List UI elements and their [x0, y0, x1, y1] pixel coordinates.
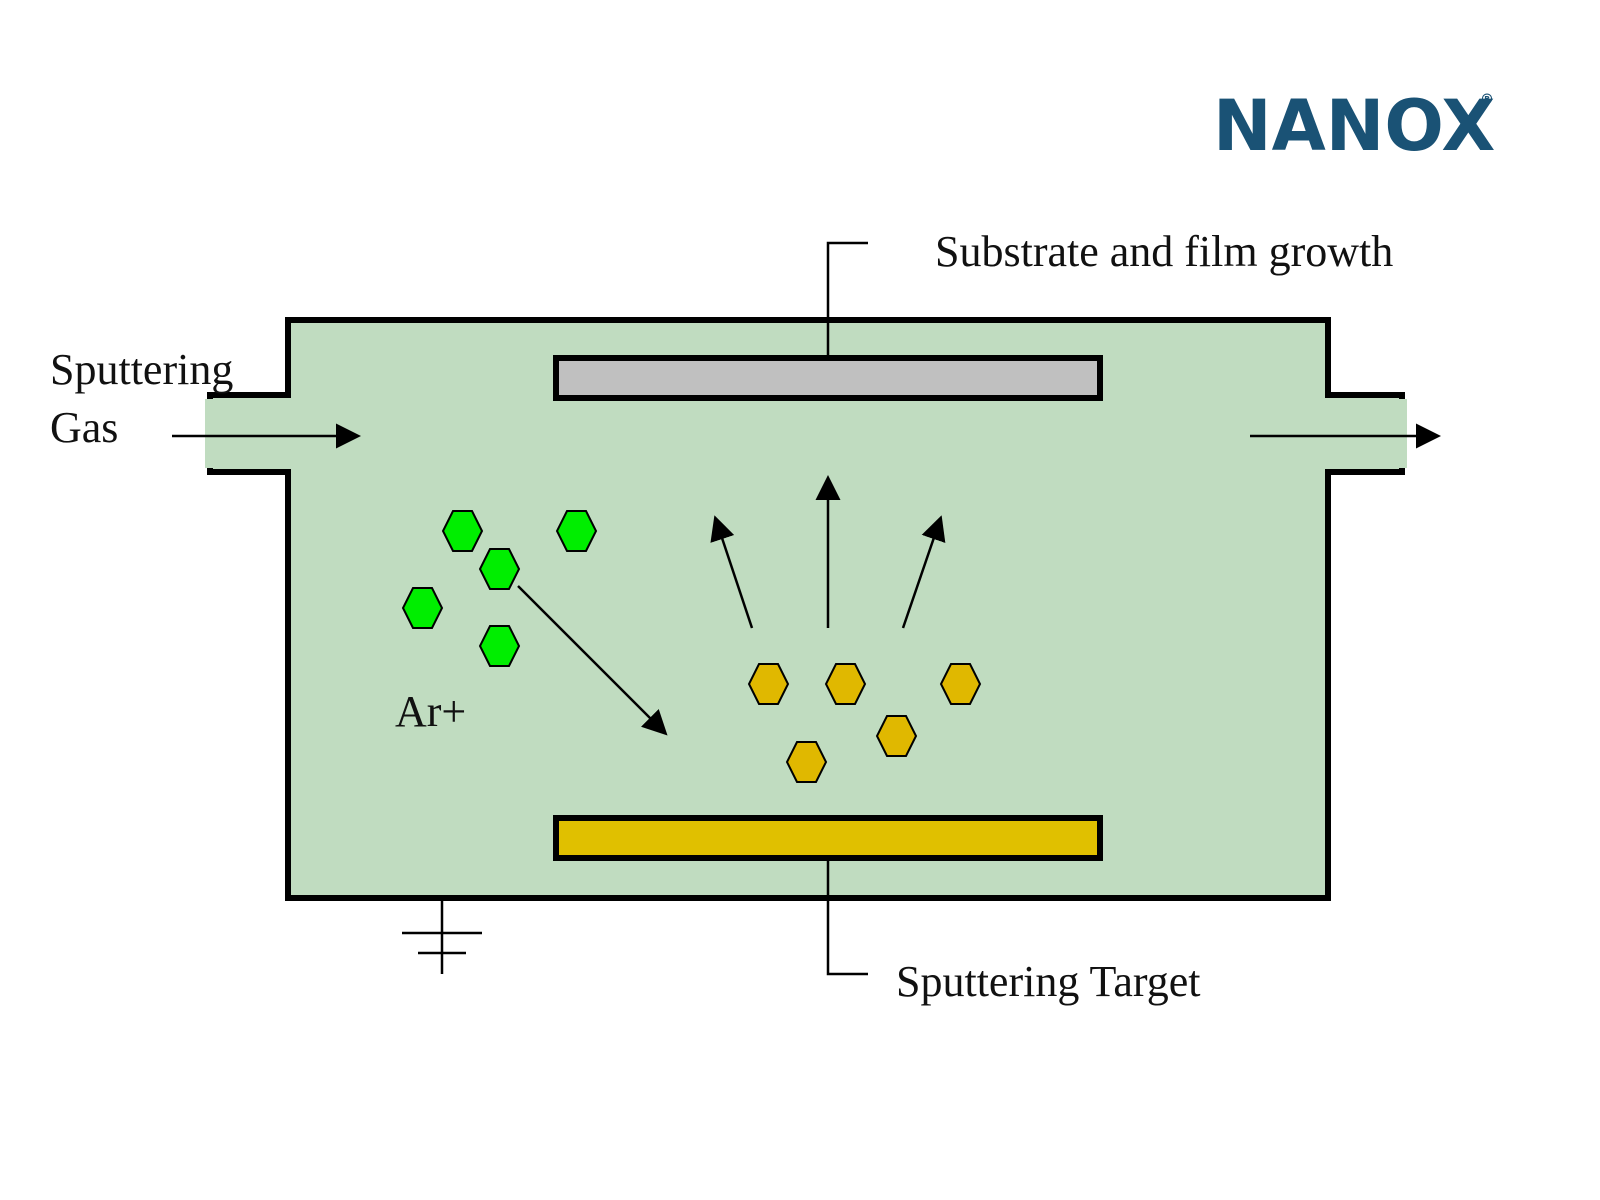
target-plate: [553, 815, 1103, 861]
substrate-plate: [553, 355, 1103, 401]
substrate-leader-line: [826, 241, 868, 355]
atom-trajectory-arrow-right: [901, 515, 946, 629]
inlet-mouth: [205, 399, 213, 468]
sputtered-atom: [747, 663, 790, 705]
substrate-label: Substrate and film growth: [935, 227, 1393, 276]
logo-text: NANOX: [1213, 85, 1495, 167]
outlet-mouth: [1399, 399, 1407, 468]
argon-ion: [401, 587, 444, 629]
sputtered-atom: [824, 663, 867, 705]
argon-ion-label: Ar+: [395, 687, 466, 736]
ground-symbol-icon: [402, 900, 482, 974]
gas-label-line1: Sputtering: [50, 345, 233, 394]
atom-trajectory-arrow-left: [710, 515, 754, 629]
sputtered-atom: [939, 663, 982, 705]
target-leader-line: [826, 861, 868, 976]
ion-trajectory-arrow: [517, 585, 668, 736]
sputtered-atom-group: [747, 663, 982, 783]
sputtered-atom: [785, 741, 828, 783]
argon-ion: [478, 548, 521, 590]
argon-ion: [478, 625, 521, 667]
gas-label-line2: Gas: [50, 403, 118, 452]
argon-ion: [441, 510, 484, 552]
argon-ion-group: [401, 510, 598, 667]
logo-registered-mark: ®: [1480, 92, 1494, 108]
target-label: Sputtering Target: [896, 957, 1200, 1006]
sputtered-atom: [875, 715, 918, 757]
nanox-logo: NANOX ®: [1213, 85, 1495, 167]
vacuum-chamber: [207, 317, 1405, 901]
argon-ion: [555, 510, 598, 552]
